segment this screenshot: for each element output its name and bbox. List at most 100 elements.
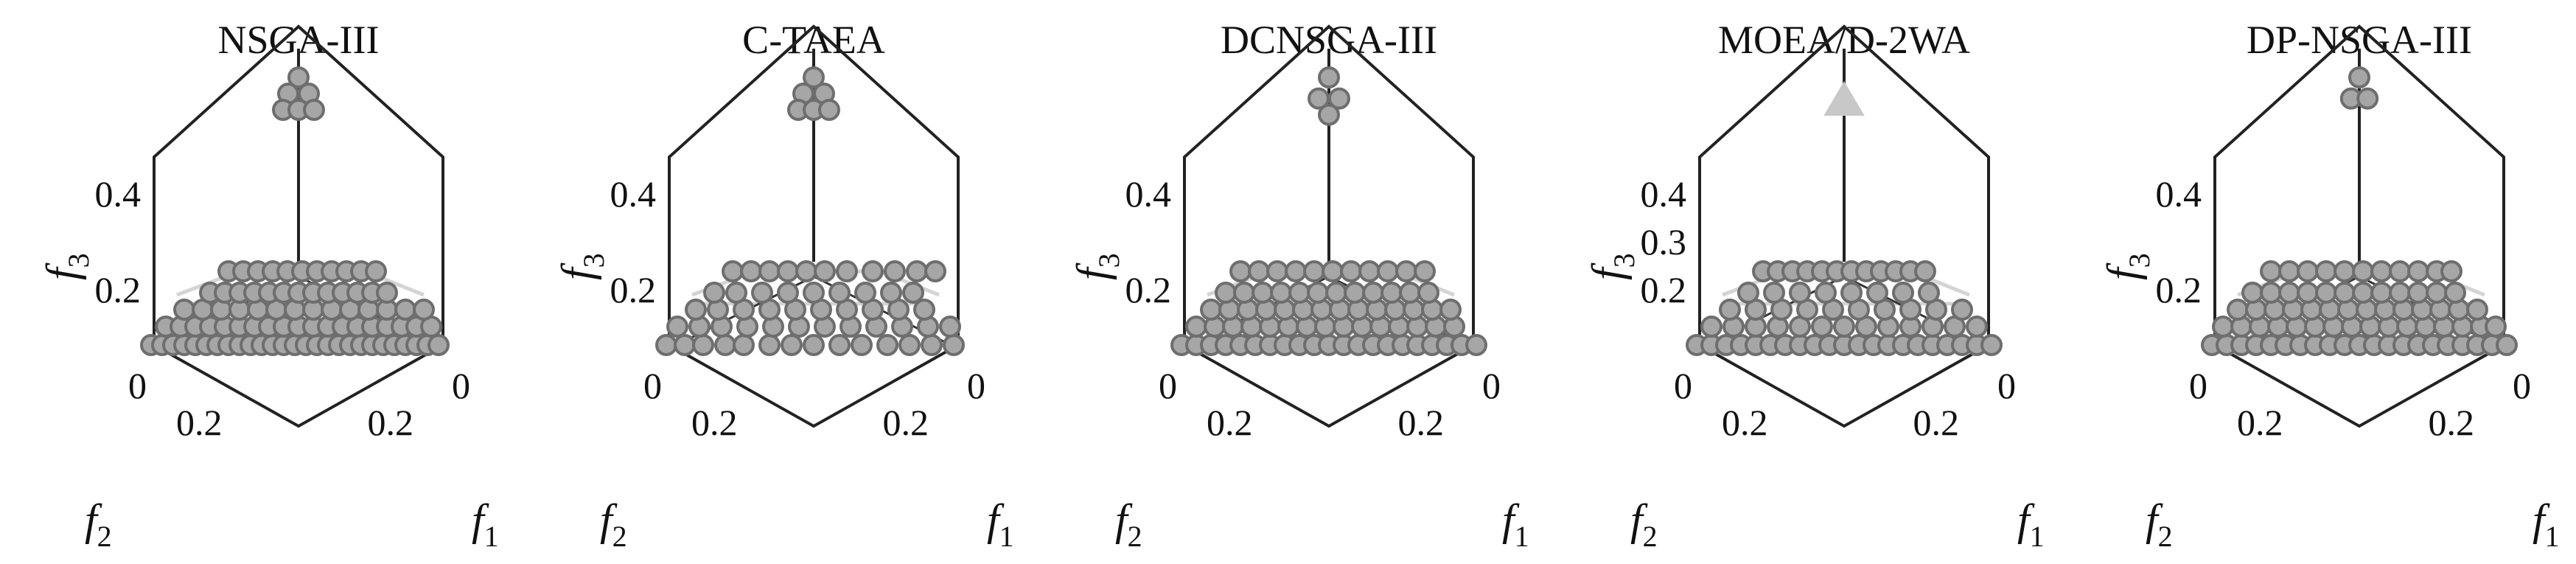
- f1-zero-tick: 0: [1997, 365, 2016, 406]
- f2-tick: 0.2: [2237, 402, 2283, 443]
- f2-tick: 0.2: [1722, 402, 1768, 443]
- data-point: [1811, 316, 1833, 338]
- data-point: [2297, 282, 2319, 304]
- z-tick-label: 0.2: [2156, 269, 2202, 310]
- top-cluster-point: [287, 66, 310, 88]
- data-point: [2440, 260, 2462, 282]
- f2-axis-label: f2: [2146, 495, 2173, 553]
- data-point: [1200, 299, 1222, 321]
- f3-axis-label-subscript: 3: [2123, 253, 2156, 268]
- data-point: [725, 282, 747, 304]
- data-point: [898, 334, 921, 356]
- f1-axis-label-subscript: 1: [1515, 520, 1529, 553]
- data-point: [685, 299, 707, 321]
- data-point: [365, 260, 387, 282]
- top-cluster-point: [2348, 66, 2370, 88]
- f1-tick: 0.2: [1398, 402, 1445, 443]
- data-point: [703, 282, 725, 304]
- f2-axis-label: f2: [1115, 495, 1142, 553]
- data-point: [1700, 316, 1722, 338]
- data-point: [427, 334, 450, 356]
- data-point: [1789, 282, 1811, 304]
- data-point: [1914, 260, 1936, 282]
- data-point: [1719, 299, 1741, 321]
- f1-tick: 0.2: [2429, 402, 2475, 443]
- f2-zero-tick: 0: [643, 365, 662, 406]
- data-point: [851, 334, 873, 356]
- hexagon-upper-frame: [153, 24, 444, 345]
- data-point: [1439, 299, 1462, 321]
- f1-axis-label: f1: [1502, 495, 1529, 553]
- data-point: [777, 282, 799, 304]
- data-point: [1252, 282, 1274, 304]
- data-point: [1229, 260, 1252, 282]
- data-point: [1185, 316, 1207, 338]
- f2-tick: 0.2: [1207, 402, 1253, 443]
- f1-axis-label-subscript: 1: [2545, 520, 2560, 553]
- data-point: [777, 260, 799, 282]
- f2-axis-label-subscript: 2: [97, 520, 112, 553]
- data-point: [1918, 282, 1940, 304]
- f1-zero-tick: 0: [1482, 365, 1501, 406]
- data-point: [2260, 282, 2282, 304]
- hexagon-lower-frame: [2214, 344, 2505, 428]
- data-point: [2260, 260, 2282, 282]
- data-point: [814, 260, 836, 282]
- data-point: [1966, 316, 1988, 338]
- data-point: [854, 282, 876, 304]
- data-point: [2389, 282, 2411, 304]
- data-point: [1362, 282, 1384, 304]
- data-point: [1815, 282, 1837, 304]
- f3-axis-label: f3: [553, 253, 610, 280]
- data-point: [1833, 316, 1855, 338]
- data-point: [1358, 260, 1381, 282]
- data-point: [758, 334, 781, 356]
- f1-zero-tick: 0: [452, 365, 470, 406]
- data-point: [939, 316, 961, 338]
- data-point: [413, 299, 435, 321]
- data-point: [1763, 282, 1785, 304]
- data-point: [2352, 260, 2374, 282]
- data-point: [884, 260, 906, 282]
- data-point: [1951, 299, 1973, 321]
- f2-zero-tick: 0: [128, 365, 147, 406]
- z-tick-label: 0.4: [2156, 173, 2202, 215]
- f1-axis-label: f1: [2017, 495, 2045, 553]
- f2-zero-tick: 0: [2189, 365, 2207, 406]
- z-tick-label: 0.2: [1125, 269, 1172, 310]
- data-point: [674, 334, 696, 356]
- f1-axis-label-subscript: 1: [484, 520, 499, 553]
- data-point: [1248, 260, 1270, 282]
- data-point: [2278, 260, 2300, 282]
- data-point: [828, 334, 851, 356]
- f2-axis-label: f2: [85, 495, 112, 553]
- data-point: [714, 334, 736, 356]
- f3-axis-label-subscript: 3: [62, 253, 95, 268]
- data-point: [1866, 282, 1888, 304]
- f1-axis-label: f1: [472, 495, 499, 553]
- data-point: [2352, 282, 2374, 304]
- data-point: [2466, 299, 2488, 321]
- f2-axis-label-subscript: 2: [1128, 520, 1142, 553]
- data-point: [2334, 282, 2356, 304]
- data-point: [2444, 282, 2466, 304]
- hexagon-upper-frame: [1698, 24, 1990, 345]
- f3-axis-label: f3: [2098, 253, 2156, 280]
- data-point: [803, 334, 825, 356]
- data-point: [943, 334, 965, 356]
- f3-axis-label: f3: [38, 253, 95, 280]
- top-triangle-marker: [1823, 81, 1865, 116]
- data-point: [1303, 260, 1325, 282]
- data-point: [1381, 282, 1403, 304]
- data-point: [902, 282, 924, 304]
- data-point: [2315, 282, 2337, 304]
- hexagon-lower-frame: [669, 344, 959, 428]
- data-point: [655, 334, 677, 356]
- top-cluster-point: [2356, 87, 2379, 110]
- f2-tick: 0.2: [176, 402, 223, 443]
